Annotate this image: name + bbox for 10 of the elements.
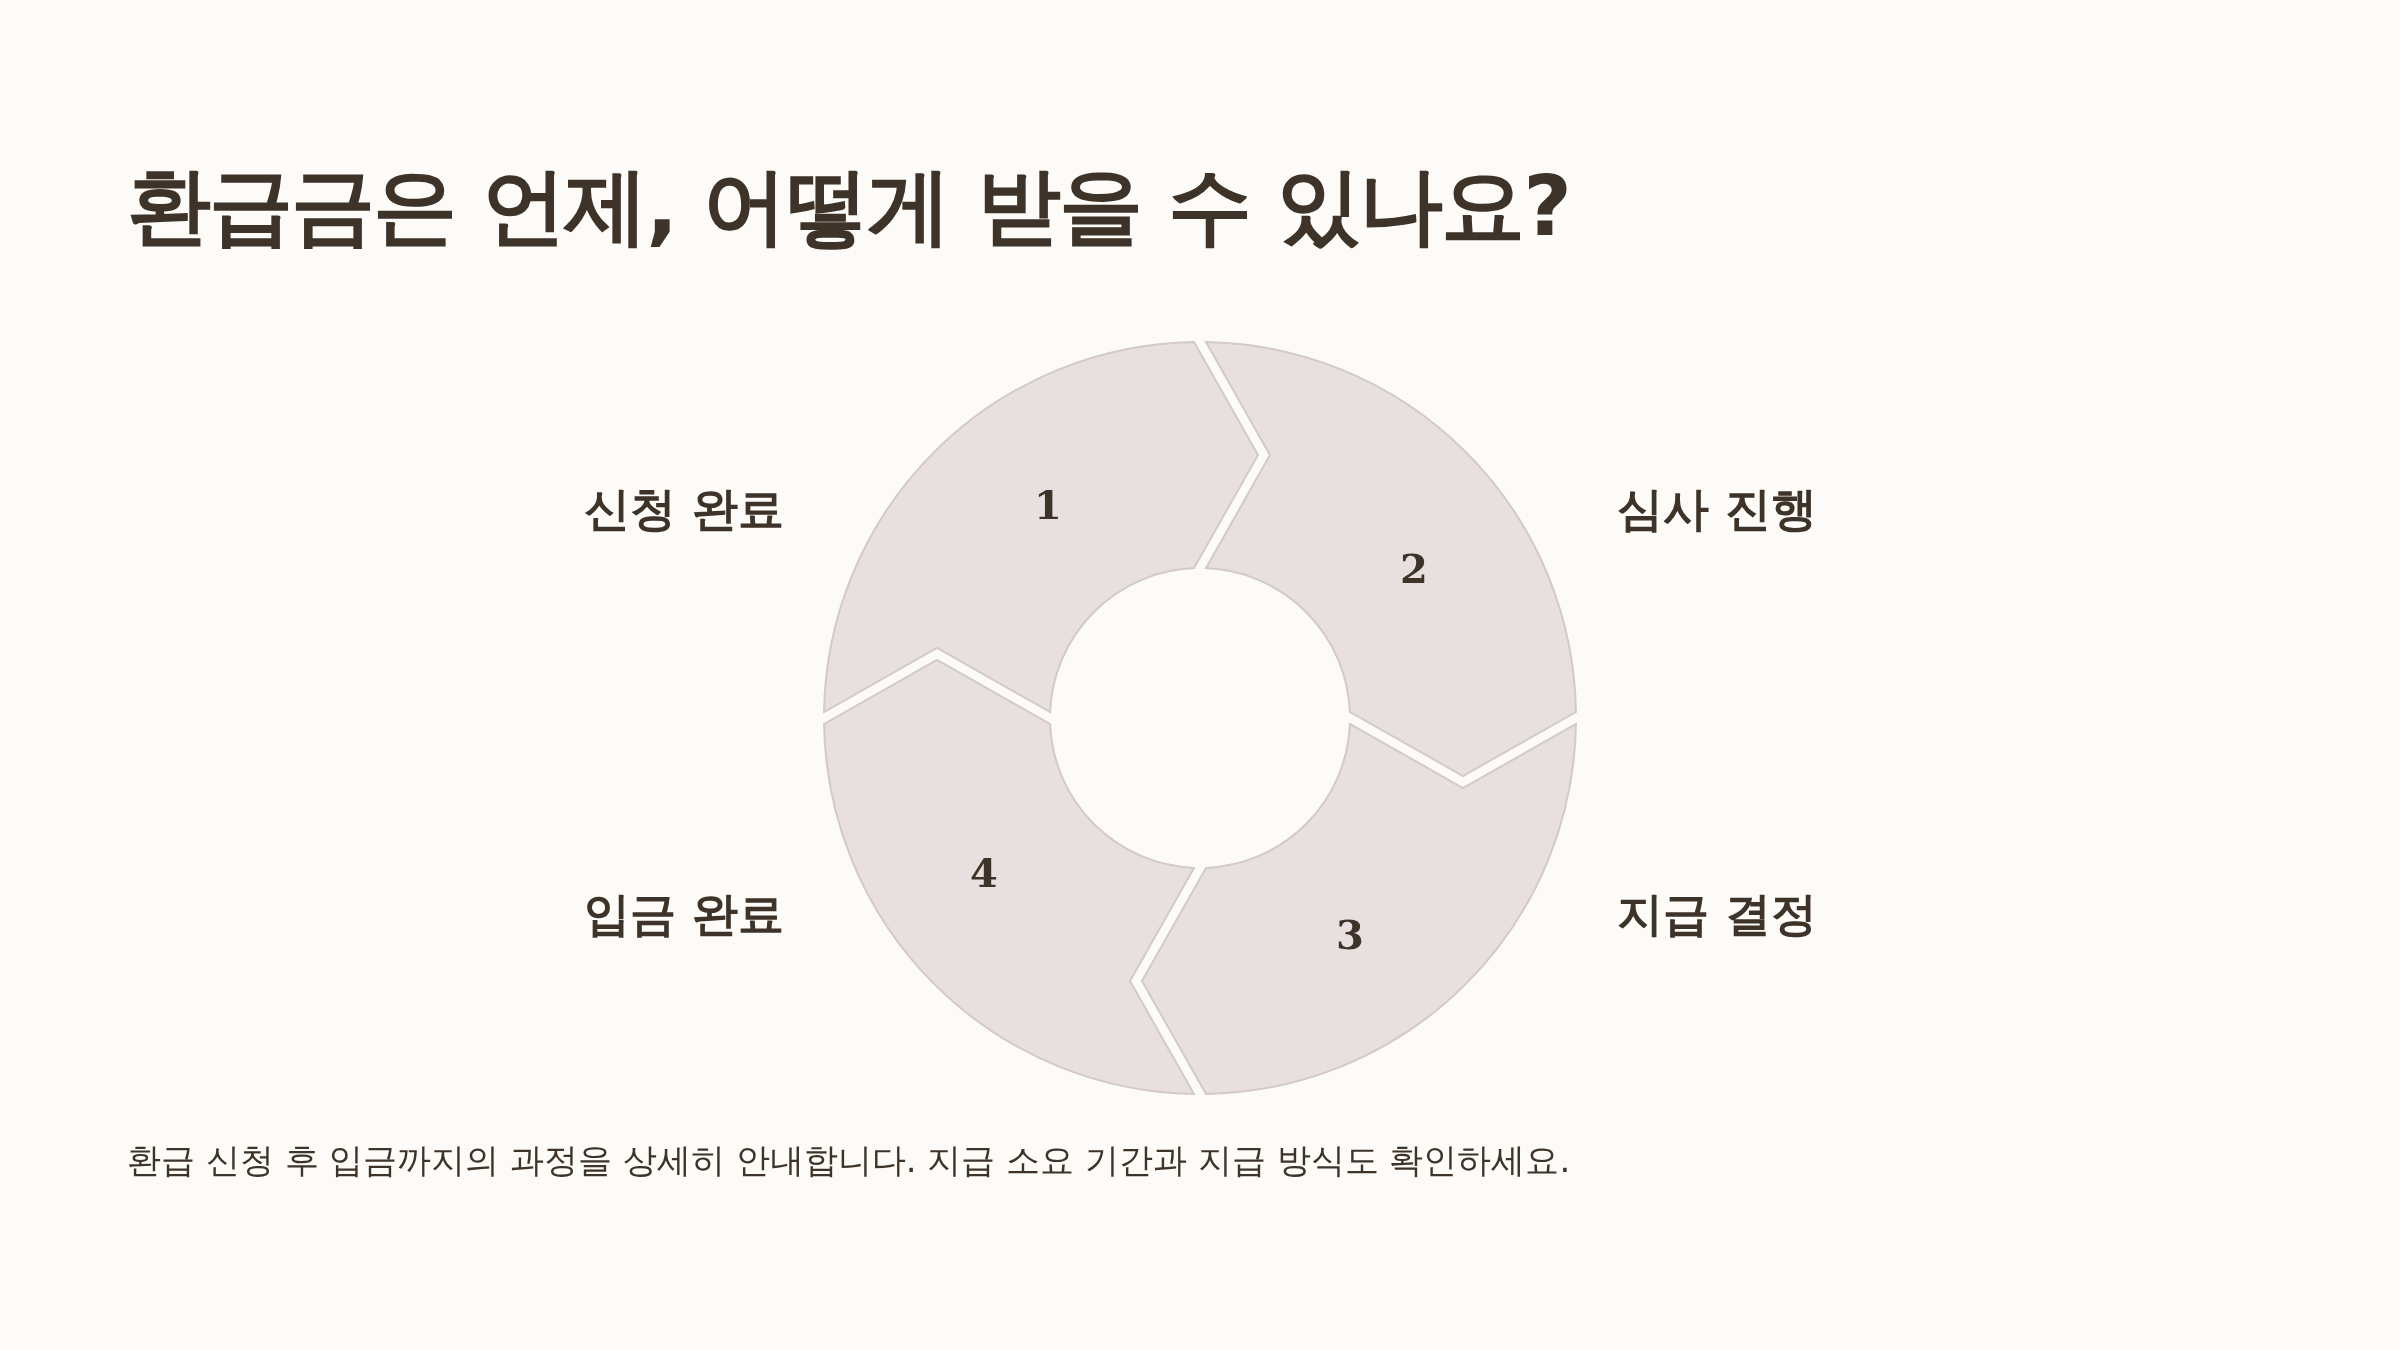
caption: 환급 신청 후 입금까지의 과정을 상세히 안내합니다. 지급 소요 기간과 지급 방식도 확인하세요. bbox=[127, 1139, 1571, 1182]
step-label: 신청 완료 bbox=[584, 481, 784, 538]
step-label: 지급 결정 bbox=[1617, 886, 1817, 943]
step-number: 3 bbox=[1336, 910, 1364, 958]
step-label: 입금 완료 bbox=[584, 886, 784, 943]
title: 환급금은 언제, 어떻게 받을 수 있나요? bbox=[127, 156, 1570, 257]
step-number: 1 bbox=[1034, 480, 1062, 528]
step-label: 심사 진행 bbox=[1617, 481, 1817, 538]
step-number: 4 bbox=[970, 848, 998, 896]
step-number: 2 bbox=[1400, 544, 1428, 592]
